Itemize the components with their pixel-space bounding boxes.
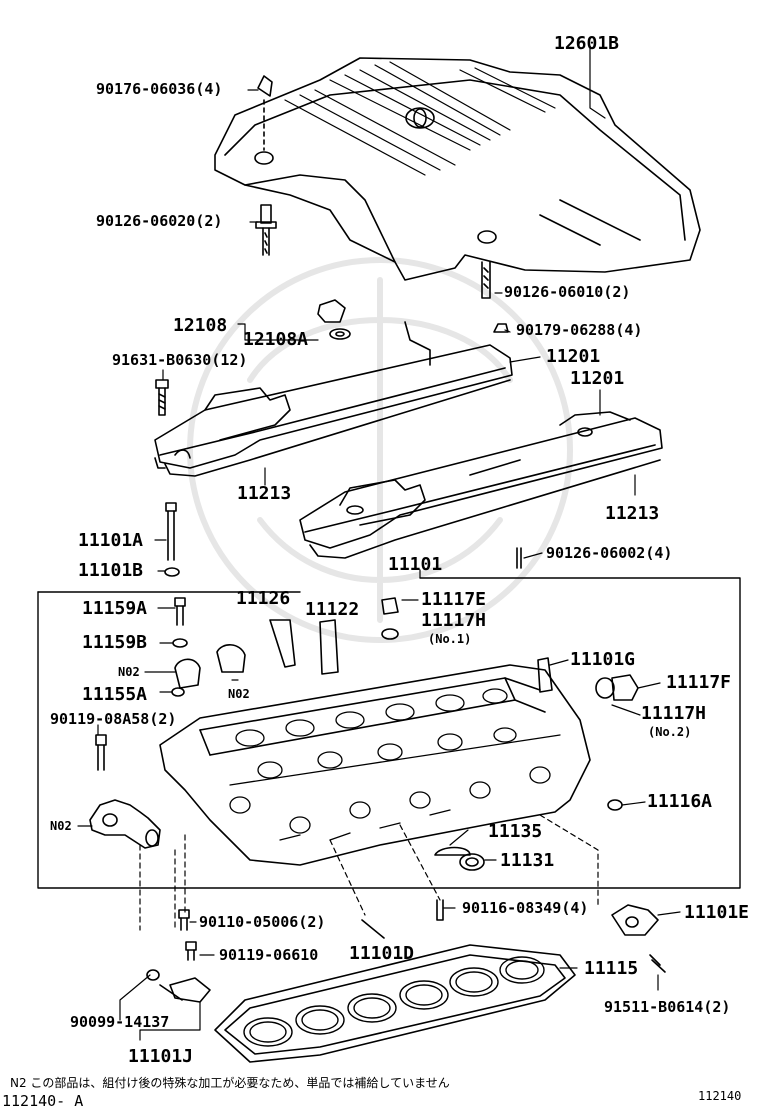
footnote: N2 この部品は、組付け後の特殊な加工が必要なため、単品では補給していません: [10, 1076, 450, 1090]
leader-lines: [139, 814, 599, 931]
label-11101D: 11101D: [349, 943, 415, 964]
label-91511-B0614: 91511-B0614(2): [604, 998, 731, 1016]
label-91631-B0630: 91631-B0630(12): [112, 351, 248, 369]
engine-cover: [214, 57, 701, 281]
label-11159B: 11159B: [82, 632, 148, 653]
label-11101E: 11101E: [684, 902, 750, 923]
label-11115: 11115: [584, 958, 639, 979]
label-11213-b: 11213: [605, 503, 660, 524]
cover-fasteners: [255, 75, 491, 299]
grommets: [317, 299, 509, 340]
cam-housing: [89, 799, 161, 849]
label-n02-c: N02: [50, 819, 72, 833]
label-11117H-no2: 11117H: [641, 703, 707, 724]
label-11159A: 11159A: [82, 598, 148, 619]
label-11126: 11126: [236, 588, 291, 609]
label-90126-06010: 90126-06010(2): [504, 283, 631, 301]
label-leaders: [77, 45, 681, 1041]
head-bolt: [164, 502, 180, 577]
label-90126-06020: 90126-06020(2): [96, 212, 223, 230]
head-cover-left: [154, 321, 513, 477]
label-11101B: 11101B: [78, 560, 144, 581]
label-11101A: 11101A: [78, 530, 144, 551]
label-11201-a: 11201: [546, 346, 601, 367]
figure-id-right: 112140: [698, 1089, 742, 1103]
label-12108A: 12108A: [243, 329, 309, 350]
label-12108: 12108: [173, 315, 228, 336]
label-11135: 11135: [488, 821, 543, 842]
label-90119-06610: 90119-06610: [219, 946, 319, 964]
stud-90126-06002: [516, 547, 522, 569]
label-11131: 11131: [500, 850, 555, 871]
label-no2: (No.2): [648, 725, 692, 739]
label-90176-06036: 90176-06036(4): [96, 80, 223, 98]
cylinder-head: [159, 664, 623, 871]
label-no1: (No.1): [428, 632, 472, 646]
head-cover-right: [299, 411, 663, 559]
label-11117F: 11117F: [666, 672, 732, 693]
label-n02-a: N02: [118, 665, 140, 679]
label-11122: 11122: [305, 599, 360, 620]
label-90119-08A58: 90119-08A58(2): [50, 710, 177, 728]
lower-fasteners: [146, 899, 666, 1003]
label-90110-05006: 90110-05006(2): [199, 913, 326, 931]
label-11155A: 11155A: [82, 684, 148, 705]
cylinder-head-frame: [37, 577, 741, 889]
bolt-91631: [155, 379, 169, 416]
small-parts: [95, 597, 639, 771]
label-n02-b: N02: [228, 687, 250, 701]
label-90116-08349: 90116-08349(4): [462, 899, 589, 917]
head-gasket: [214, 944, 576, 1063]
label-12601B: 12601B: [554, 33, 620, 54]
label-90179-06288: 90179-06288(4): [516, 321, 643, 339]
label-11117H-no1: 11117H: [421, 610, 487, 631]
label-90099-14137: 90099-14137: [70, 1013, 170, 1031]
label-11116A: 11116A: [647, 791, 713, 812]
label-11101G: 11101G: [570, 649, 636, 670]
watermark-emblem: [187, 257, 573, 643]
label-11117E: 11117E: [421, 589, 487, 610]
label-90126-06002: 90126-06002(4): [546, 544, 673, 562]
figure-id-left: 112140- A: [2, 1092, 84, 1110]
label-11101: 11101: [388, 554, 443, 575]
label-11213-a: 11213: [237, 483, 292, 504]
label-11101J: 11101J: [128, 1046, 194, 1067]
label-11201-b: 11201: [570, 368, 625, 389]
